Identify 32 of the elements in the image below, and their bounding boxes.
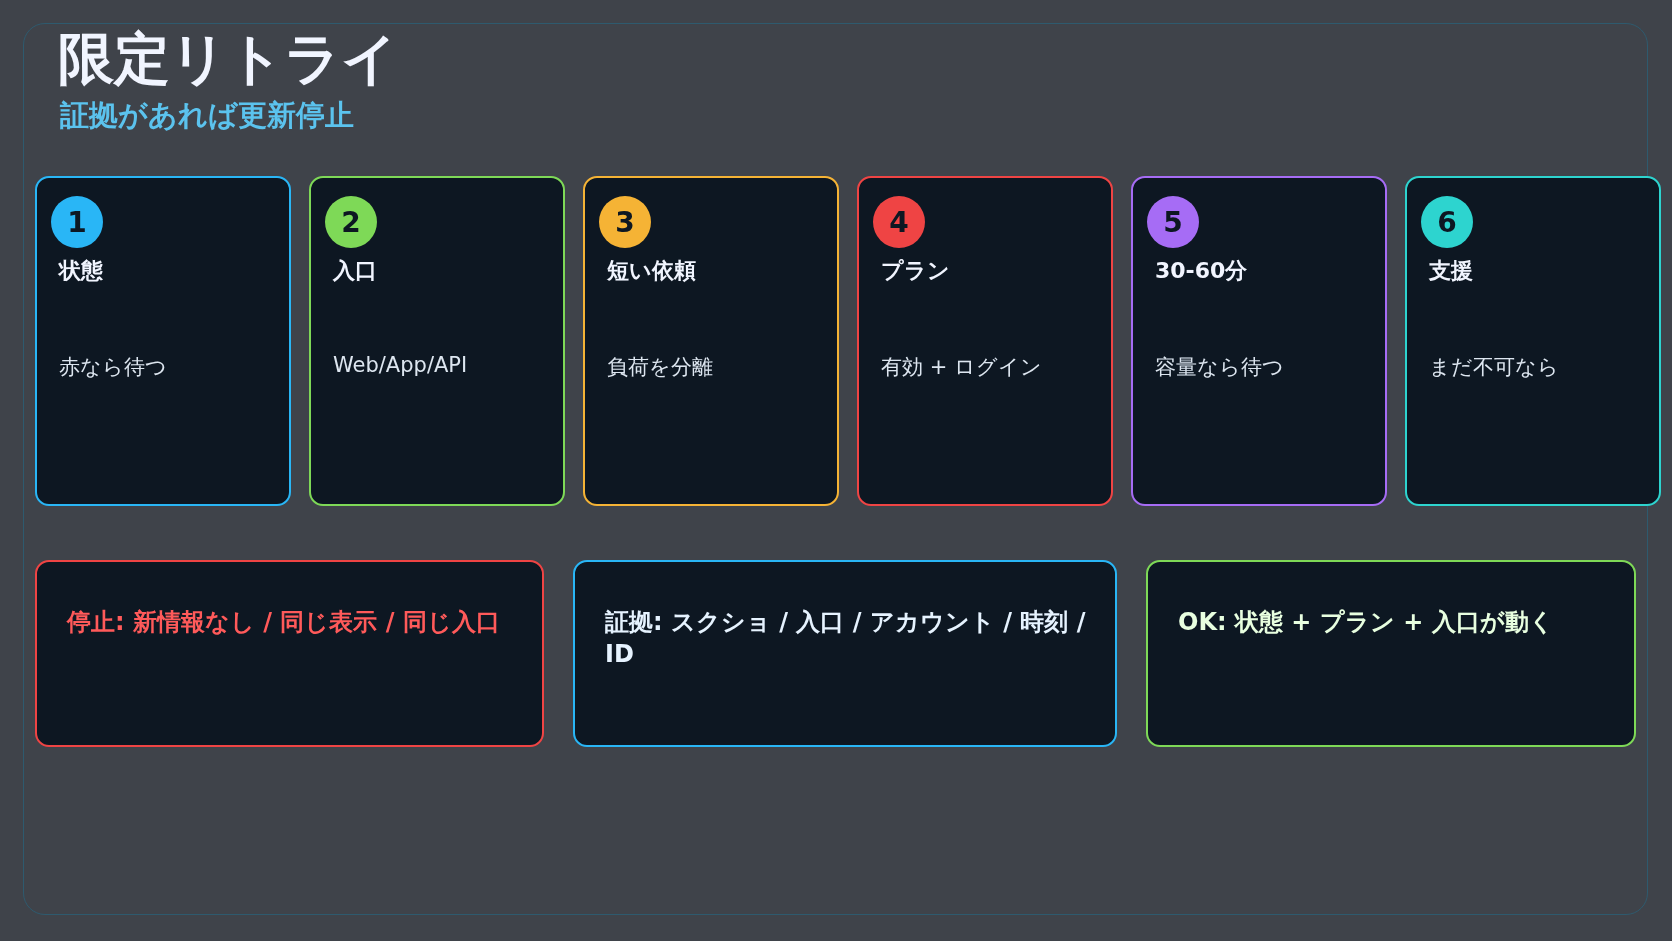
step-number-badge: 6 xyxy=(1421,196,1473,248)
step-card xyxy=(857,176,1113,506)
card-text: 容量なら待つ xyxy=(1155,354,1285,381)
card-heading: 入口 xyxy=(333,257,377,285)
card-heading: プラン xyxy=(881,257,950,285)
subtitle: 証拠があれば更新停止 xyxy=(60,97,354,134)
card-heading: 状態 xyxy=(59,257,103,285)
step-card xyxy=(583,176,839,506)
card-text: まだ不可なら xyxy=(1429,354,1560,381)
step-number-badge: 1 xyxy=(51,196,103,248)
card-heading: 30-60分 xyxy=(1155,257,1248,285)
note-text: 停止: 新情報なし / 同じ表示 / 同じ入口 xyxy=(67,607,501,638)
note-box xyxy=(35,560,544,747)
note-box xyxy=(573,560,1117,747)
card-text: Web/App/API xyxy=(333,353,469,377)
note-text: 証拠: スクショ / 入口 / アカウント / 時刻 / ID xyxy=(605,607,1087,671)
note-box xyxy=(1146,560,1636,747)
step-number-badge: 5 xyxy=(1147,196,1199,248)
step-number-badge: 2 xyxy=(325,196,377,248)
step-number-badge: 4 xyxy=(873,196,925,248)
step-card xyxy=(1405,176,1661,506)
card-text: 有効 + ログイン xyxy=(881,354,1043,381)
card-heading: 支援 xyxy=(1429,257,1473,285)
step-card xyxy=(309,176,565,506)
title: 限定リトライ xyxy=(58,25,398,93)
step-card xyxy=(35,176,291,506)
note-text: OK: 状態 + プラン + 入口が動く xyxy=(1178,607,1555,638)
card-heading: 短い依頼 xyxy=(607,257,696,285)
card-text: 赤なら待つ xyxy=(59,354,168,381)
step-card xyxy=(1131,176,1387,506)
step-number-badge: 3 xyxy=(599,196,651,248)
card-text: 負荷を分離 xyxy=(607,354,714,381)
